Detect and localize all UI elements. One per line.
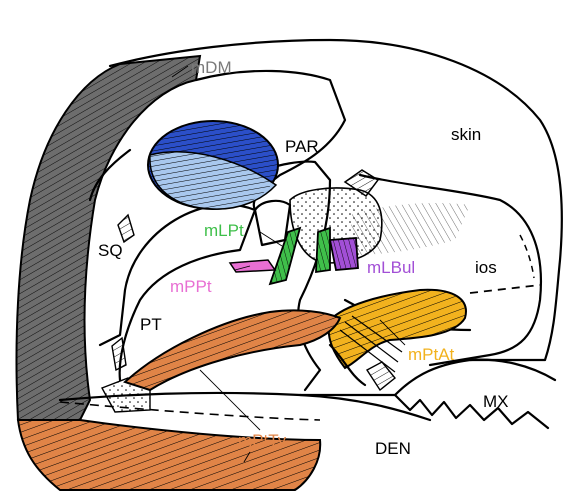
mPPt-muscle [230, 260, 275, 272]
ios-dashes [520, 235, 534, 278]
label-mPtTy: mPtTy [238, 431, 287, 450]
label-mPPt: mPPt [170, 277, 212, 296]
hatch-cap-right [367, 362, 395, 390]
label-mLBul: mLBul [367, 258, 415, 277]
label-PAR: PAR [285, 137, 319, 156]
label-mPtAt: mPtAt [408, 345, 455, 364]
jaw-dashes [60, 402, 320, 420]
label-mDM: mDM [191, 58, 232, 77]
label-mLPt: mLPt [204, 221, 244, 240]
MX-teeth [395, 395, 548, 428]
MX-top [470, 360, 555, 380]
label-DEN: DEN [375, 439, 411, 458]
leader-mPtTy [200, 370, 260, 430]
label-MX: MX [483, 392, 509, 411]
mLPt-fibers-2 [316, 228, 330, 272]
label-ios: ios [475, 258, 497, 277]
label-SQ: SQ [98, 241, 123, 260]
label-skin: skin [451, 125, 481, 144]
hatch-cap-left [118, 215, 134, 242]
quadrate-bone [255, 201, 290, 245]
label-PT: PT [140, 315, 162, 334]
ios-fibers [350, 203, 470, 255]
par-muscle-fibers [148, 121, 278, 209]
orbit-dashes [470, 285, 540, 293]
